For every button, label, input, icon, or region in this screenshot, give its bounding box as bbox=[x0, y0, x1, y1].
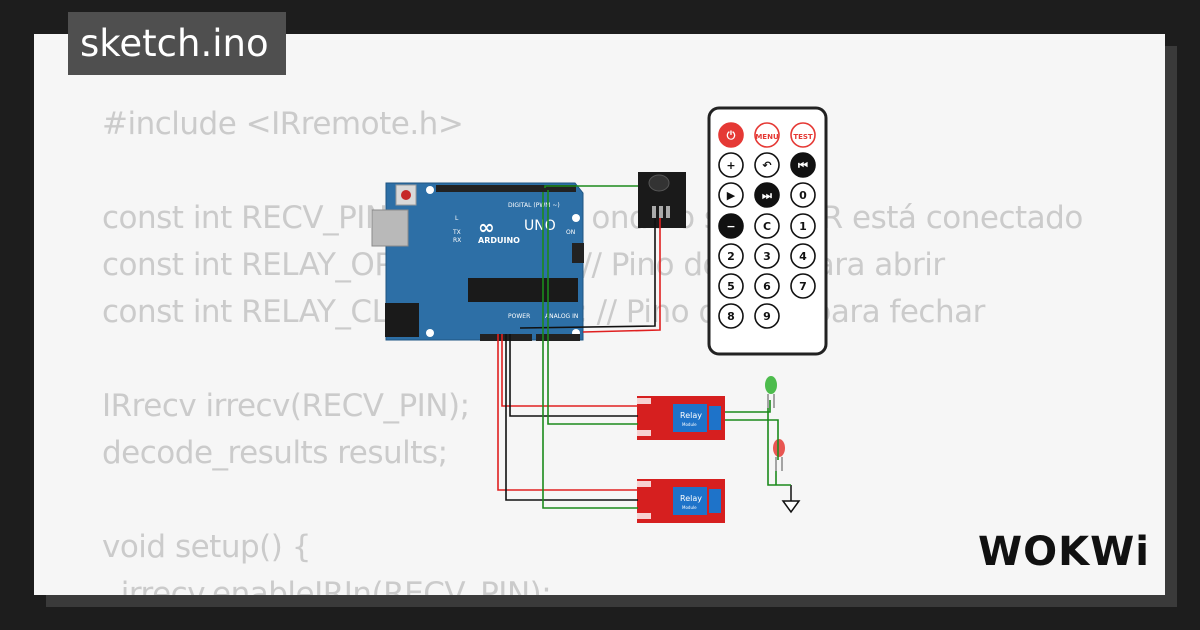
code-line: void setup() { bbox=[102, 529, 311, 565]
svg-text:MENU: MENU bbox=[755, 133, 779, 141]
remote-button-9[interactable]: 9 bbox=[754, 303, 780, 329]
svg-text:0: 0 bbox=[799, 189, 807, 202]
ir-receiver-module[interactable] bbox=[638, 172, 686, 228]
svg-text:6: 6 bbox=[763, 280, 771, 293]
board-model: UNO bbox=[524, 218, 556, 234]
rx-label: RX bbox=[453, 237, 461, 244]
svg-text:⏮: ⏮ bbox=[798, 159, 808, 172]
remote-button-8[interactable]: 8 bbox=[718, 303, 744, 329]
remote-button-4[interactable]: 4 bbox=[790, 243, 816, 269]
relay-2-sub: Module bbox=[682, 505, 697, 510]
power-label: POWER bbox=[508, 313, 530, 320]
digital-label: DIGITAL (PWM ~) bbox=[508, 202, 560, 209]
remote-button-5[interactable]: 5 bbox=[718, 273, 744, 299]
file-tab[interactable]: sketch.ino bbox=[68, 12, 286, 75]
arduino-logo-icon: ∞ bbox=[478, 215, 495, 239]
remote-button-back[interactable]: ↶ bbox=[754, 152, 780, 178]
wires bbox=[497, 185, 791, 509]
tx-label: TX bbox=[452, 229, 461, 236]
relay-1-sub: Module bbox=[682, 422, 697, 427]
svg-text:TEST: TEST bbox=[793, 133, 813, 141]
red-led[interactable] bbox=[773, 439, 785, 471]
relay-module-1[interactable]: Relay Module bbox=[637, 396, 725, 440]
wokwi-logo: WOKWi bbox=[978, 529, 1150, 575]
arduino-brand: ARDUINO bbox=[478, 236, 520, 245]
code-line: #include <IRremote.h> bbox=[102, 106, 464, 142]
remote-button-power[interactable]: ⏻ bbox=[718, 122, 744, 148]
atmega-chip bbox=[468, 278, 578, 302]
remote-button-test[interactable]: TEST bbox=[790, 122, 816, 148]
remote-button-3[interactable]: 3 bbox=[754, 243, 780, 269]
ir-remote[interactable]: ⏻ MENU TEST + ↶ ⏮ ▶ ⏭ 0 − C 1 2 3 4 5 6 7 8 9 bbox=[707, 106, 828, 356]
svg-text:8: 8 bbox=[727, 310, 735, 323]
remote-button-7[interactable]: 7 bbox=[790, 273, 816, 299]
svg-text:▶: ▶ bbox=[727, 189, 736, 202]
remote-button-c[interactable]: C bbox=[754, 213, 780, 239]
svg-text:5: 5 bbox=[727, 280, 735, 293]
relay-1-label: Relay bbox=[680, 411, 702, 420]
analog-label: ANALOG IN bbox=[545, 313, 578, 320]
preview-card: #include <IRremote.h>const int RECV_PIN … bbox=[34, 34, 1165, 595]
svg-text:+: + bbox=[726, 159, 735, 172]
svg-text:↶: ↶ bbox=[762, 159, 771, 172]
svg-text:⏻: ⏻ bbox=[727, 129, 736, 142]
remote-button-2[interactable]: 2 bbox=[718, 243, 744, 269]
code-line: decode_results results; bbox=[102, 435, 448, 471]
relay-2-label: Relay bbox=[680, 494, 702, 503]
ground-symbol-icon bbox=[781, 485, 801, 514]
svg-text:−: − bbox=[726, 220, 735, 233]
green-led[interactable] bbox=[765, 376, 777, 408]
remote-button-next[interactable]: ⏭ bbox=[754, 182, 780, 208]
svg-text:⏭: ⏭ bbox=[762, 189, 772, 202]
remote-button-play[interactable]: ▶ bbox=[718, 182, 744, 208]
remote-button-6[interactable]: 6 bbox=[754, 273, 780, 299]
svg-text:1: 1 bbox=[799, 220, 807, 233]
remote-button-prev[interactable]: ⏮ bbox=[790, 152, 816, 178]
power-jack bbox=[385, 303, 419, 337]
code-line: IRrecv irrecv(RECV_PIN); bbox=[102, 388, 470, 424]
svg-text:4: 4 bbox=[799, 250, 807, 263]
usb-port bbox=[371, 209, 409, 247]
arduino-uno-board[interactable]: DIGITAL (PWM ~) ∞ ARDUINO UNO ON L TX RX… bbox=[371, 182, 584, 341]
icsp-header bbox=[572, 243, 584, 263]
digital-header bbox=[436, 185, 576, 192]
on-label: ON bbox=[566, 229, 575, 236]
svg-text:2: 2 bbox=[727, 250, 735, 263]
remote-button-plus[interactable]: + bbox=[718, 152, 744, 178]
code-line: irrecv.enableIRIn(RECV_PIN); bbox=[102, 576, 552, 595]
svg-text:3: 3 bbox=[763, 250, 771, 263]
remote-button-menu[interactable]: MENU bbox=[754, 122, 780, 148]
remote-button-0[interactable]: 0 bbox=[790, 182, 816, 208]
l-led-label: L bbox=[455, 215, 459, 222]
remote-button-minus[interactable]: − bbox=[718, 213, 744, 239]
svg-text:9: 9 bbox=[763, 310, 771, 323]
relay-module-2[interactable]: Relay Module bbox=[637, 479, 725, 523]
analog-header bbox=[536, 334, 580, 341]
remote-button-1[interactable]: 1 bbox=[790, 213, 816, 239]
svg-text:C: C bbox=[763, 220, 771, 233]
svg-text:7: 7 bbox=[799, 280, 807, 293]
